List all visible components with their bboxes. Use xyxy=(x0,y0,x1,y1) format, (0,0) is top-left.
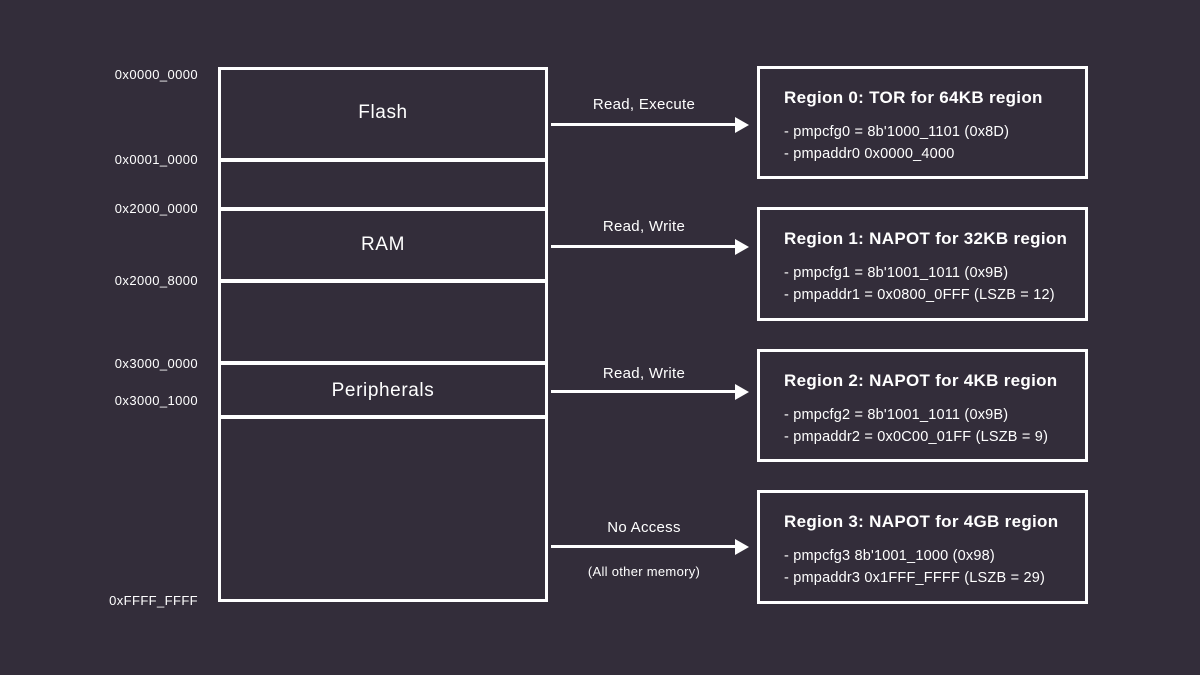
arrow-head-icon xyxy=(735,116,749,133)
region-title: Region 1: NAPOT for 32KB region xyxy=(784,229,1068,248)
arrow-region0 xyxy=(551,116,749,133)
arrow-region2 xyxy=(551,383,749,400)
arrow-region1 xyxy=(551,238,749,255)
region-detail-line: - pmpcfg1 = 8b'1001_1011 (0x9B) xyxy=(784,265,1009,281)
memory-divider xyxy=(221,158,545,162)
region-detail-line: - pmpaddr2 = 0x0C00_01FF (LSZB = 9) xyxy=(784,429,1049,445)
region-title: Region 2: NAPOT for 4KB region xyxy=(784,371,1058,390)
memory-divider xyxy=(221,207,545,211)
arrow-region3 xyxy=(551,538,749,555)
region-detail-line: - pmpaddr1 = 0x0800_0FFF (LSZB = 12) xyxy=(784,287,1055,303)
region-title: Region 3: NAPOT for 4GB region xyxy=(784,512,1059,531)
region-box-0: Region 0: TOR for 64KB region - pmpcfg0 … xyxy=(757,66,1088,179)
memory-segment-label-flash: Flash xyxy=(358,102,408,123)
arrow-label-region0: Read, Execute xyxy=(592,96,696,113)
address-label-2: 0x2000_0000 xyxy=(114,201,198,216)
region-title: Region 0: TOR for 64KB region xyxy=(784,88,1043,107)
memory-segment-label-peripherals: Peripherals xyxy=(331,380,435,401)
memory-segment-label-ram: RAM xyxy=(360,234,406,255)
memory-map-box xyxy=(218,67,548,602)
region-box-2: Region 2: NAPOT for 4KB region - pmpcfg2… xyxy=(757,349,1088,462)
arrow-label-region2: Read, Write xyxy=(602,365,686,382)
region-detail-line: - pmpcfg2 = 8b'1001_1011 (0x9B) xyxy=(784,407,1009,423)
memory-divider xyxy=(221,279,545,283)
region-box-1: Region 1: NAPOT for 32KB region - pmpcfg… xyxy=(757,207,1088,321)
region-detail-line: - pmpcfg3 8b'1001_1000 (0x98) xyxy=(784,548,995,564)
memory-divider xyxy=(221,361,545,365)
address-label-5: 0x3000_1000 xyxy=(114,393,198,408)
region-box-3: Region 3: NAPOT for 4GB region - pmpcfg3… xyxy=(757,490,1088,604)
arrow-label-region1: Read, Write xyxy=(602,218,686,235)
address-label-3: 0x2000_8000 xyxy=(114,273,198,288)
address-label-1: 0x0001_0000 xyxy=(114,152,198,167)
arrow-head-icon xyxy=(735,383,749,400)
arrow-sublabel-region3: (All other memory) xyxy=(587,564,701,579)
arrow-head-icon xyxy=(735,238,749,255)
memory-divider xyxy=(221,415,545,419)
region-detail-line: - pmpaddr3 0x1FFF_FFFF (LSZB = 29) xyxy=(784,570,1046,586)
arrow-head-icon xyxy=(735,538,749,555)
address-label-4: 0x3000_0000 xyxy=(114,356,198,371)
region-detail-line: - pmpaddr0 0x0000_4000 xyxy=(784,146,955,162)
address-label-0: 0x0000_0000 xyxy=(114,67,198,82)
address-label-6: 0xFFFF_FFFF xyxy=(109,593,198,608)
region-detail-line: - pmpcfg0 = 8b'1000_1101 (0x8D) xyxy=(784,124,1010,140)
arrow-label-region3: No Access xyxy=(607,519,681,536)
